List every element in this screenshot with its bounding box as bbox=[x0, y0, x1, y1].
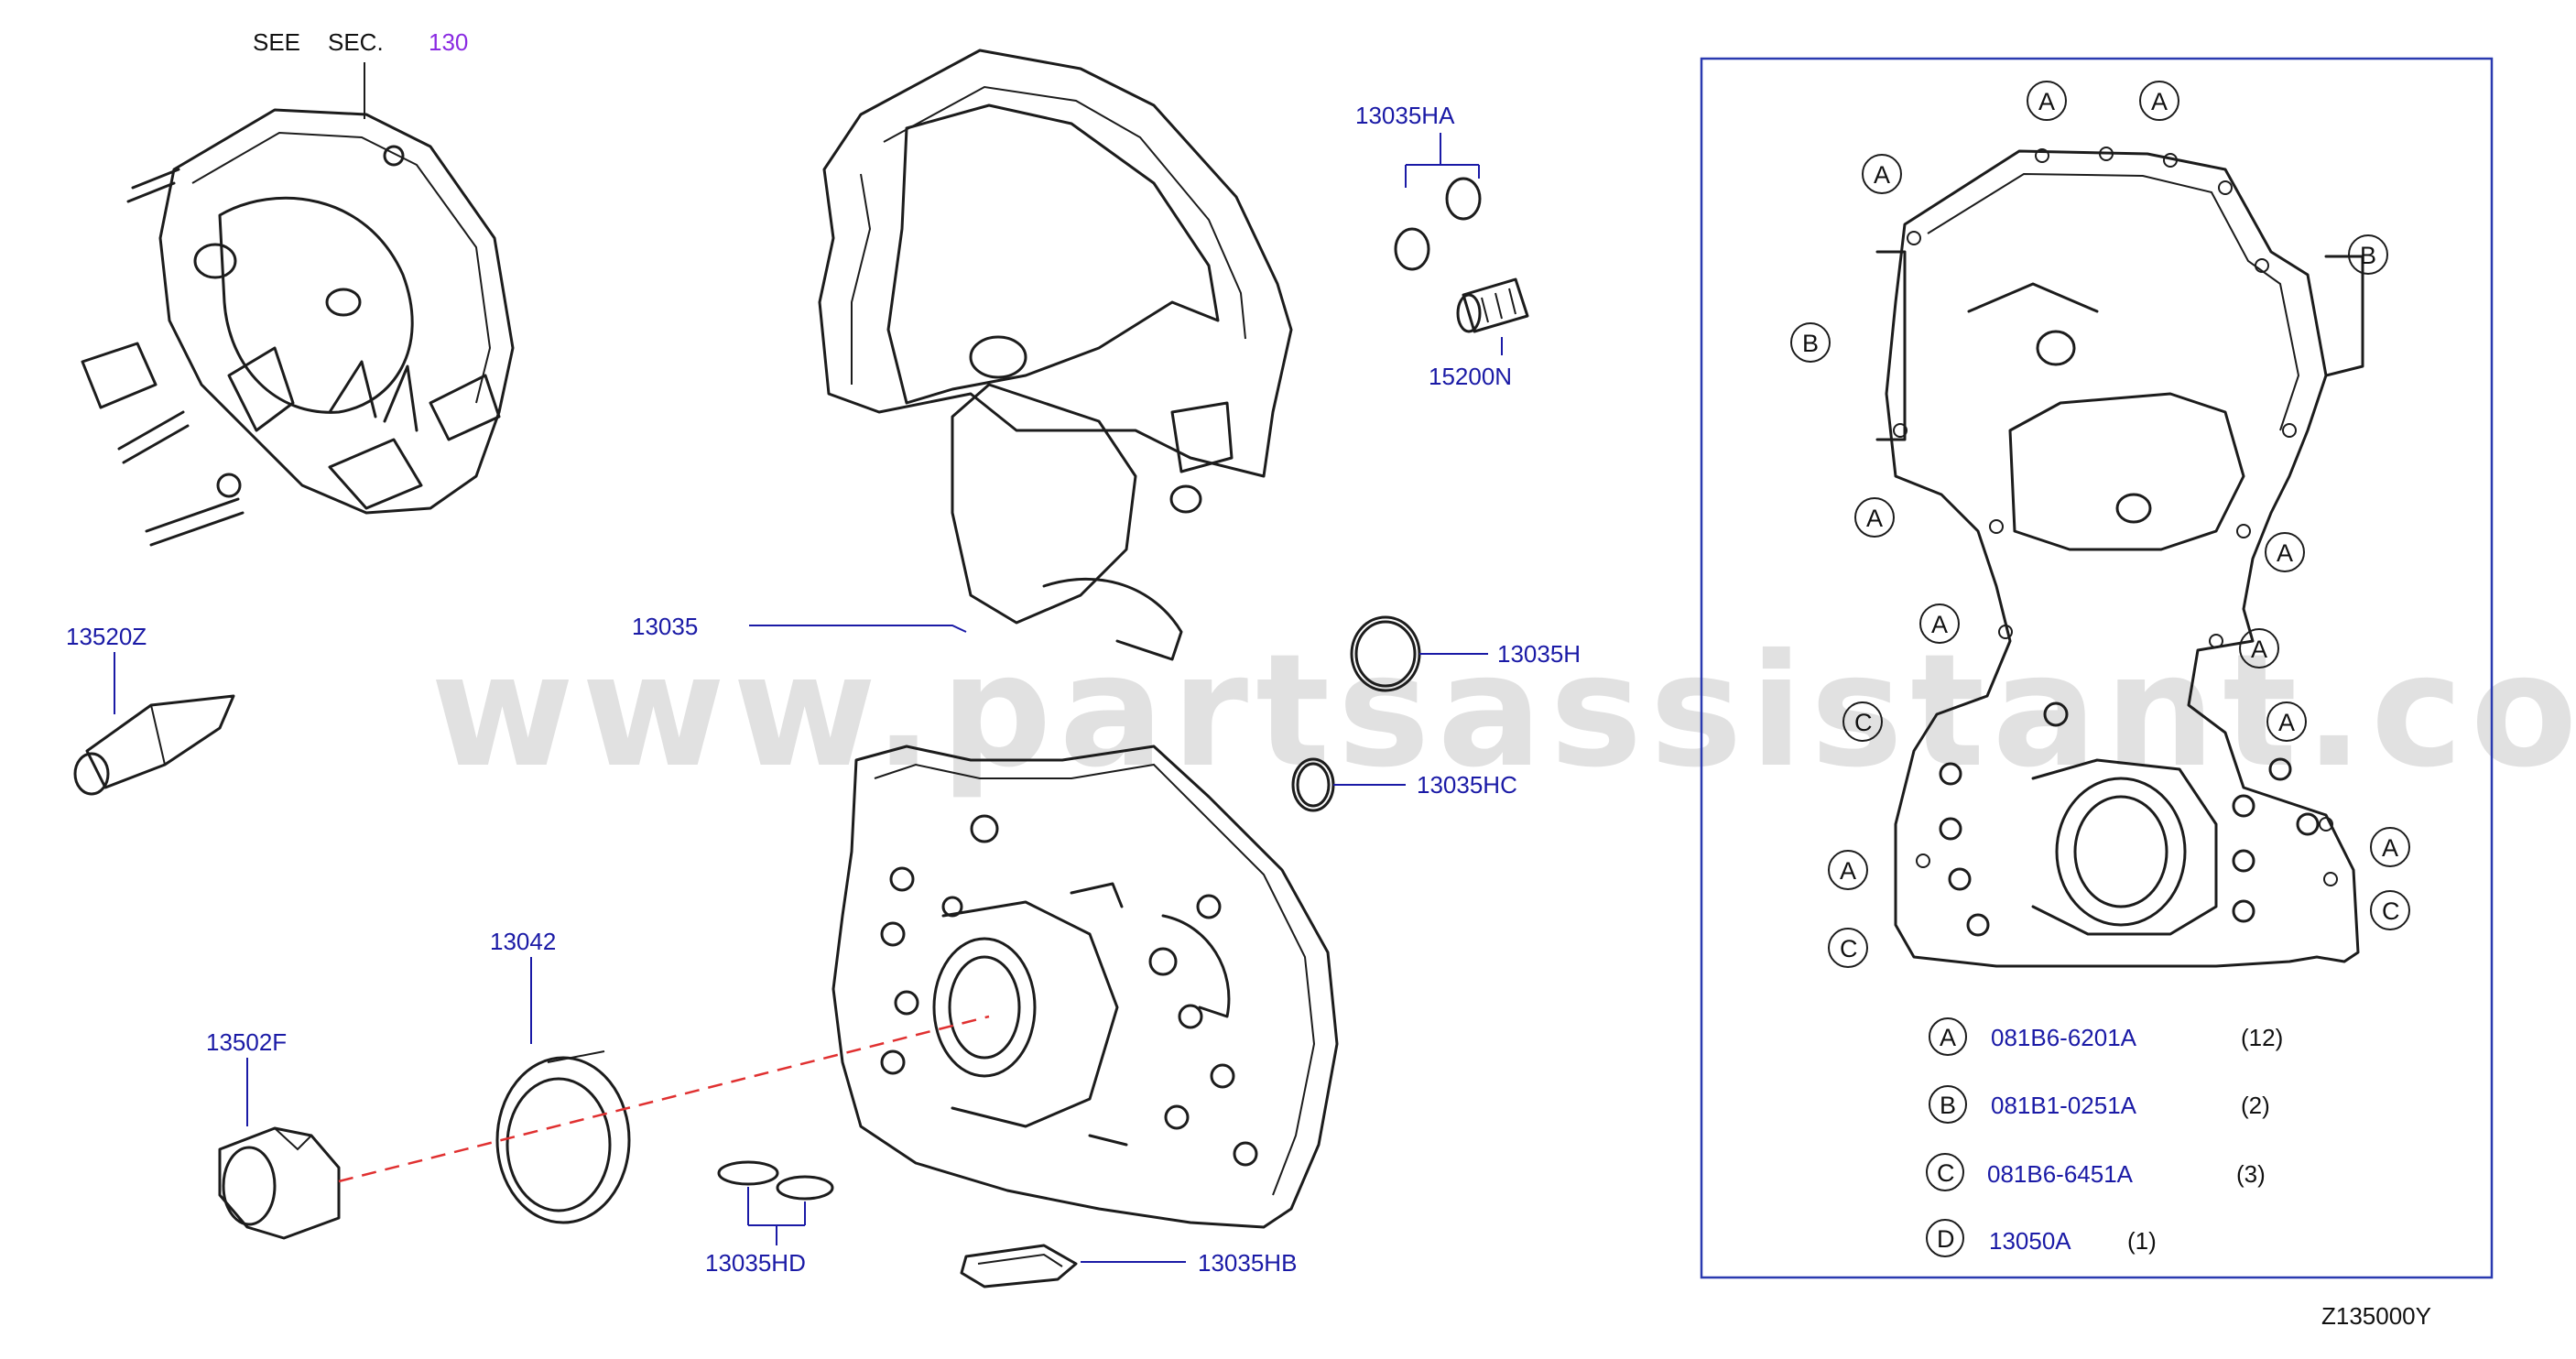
callout-a-2: A bbox=[2139, 81, 2179, 121]
callout-a-4: A bbox=[1854, 497, 1895, 538]
legend-letter-b-circle bbox=[1929, 1085, 1967, 1124]
callout-a-3: A bbox=[1862, 154, 1902, 194]
svg-text:B: B bbox=[2360, 242, 2376, 269]
label-15200N[interactable]: 15200N bbox=[1429, 363, 1512, 390]
label-13042[interactable]: 13042 bbox=[490, 928, 556, 955]
timing-chain-cover-drawing bbox=[818, 49, 1339, 1229]
callout-c-2: C bbox=[2370, 890, 2410, 930]
svg-text:A: A bbox=[2382, 834, 2398, 862]
sec-text: SEC. bbox=[328, 28, 384, 56]
label-13035H[interactable]: 13035H bbox=[1497, 640, 1581, 668]
legend-part-b[interactable]: 081B1-0251A bbox=[1991, 1092, 2137, 1119]
callout-a-8: A bbox=[2266, 701, 2307, 742]
see-section-reference[interactable]: SEE SEC. 130 bbox=[253, 28, 468, 56]
svg-text:A: A bbox=[2151, 88, 2168, 115]
label-13520Z[interactable]: 13520Z bbox=[66, 623, 147, 650]
sec-number-link[interactable]: 130 bbox=[429, 28, 468, 56]
legend-qty-a: (12) bbox=[2241, 1024, 2283, 1051]
callout-a-6: A bbox=[1919, 603, 1960, 644]
svg-text:A: A bbox=[1840, 857, 1856, 885]
callout-a-7: A bbox=[2239, 628, 2279, 669]
strainer-15200N-drawing bbox=[1456, 277, 1529, 333]
svg-text:C: C bbox=[1854, 709, 1873, 736]
engine-head-assembly-drawing bbox=[81, 62, 515, 547]
installation-dashed-line bbox=[338, 1015, 990, 1183]
callout-c-1: C bbox=[1842, 701, 1883, 742]
legend-row-a[interactable]: A 081B6-6201A (12) bbox=[1929, 1017, 2283, 1056]
collar-13502F-drawing bbox=[218, 1126, 341, 1240]
label-13502F[interactable]: 13502F bbox=[206, 1028, 287, 1056]
svg-text:A: A bbox=[1931, 611, 1948, 638]
sealant-tube-13520Z-drawing bbox=[73, 694, 235, 796]
legend-letter-b: B bbox=[1940, 1092, 1956, 1119]
legend-qty-c: (3) bbox=[2236, 1160, 2266, 1188]
legend-letter-c-circle bbox=[1926, 1153, 1964, 1191]
svg-text:A: A bbox=[1866, 505, 1883, 532]
bolt-location-panel-frame bbox=[1700, 57, 2494, 1279]
callout-b-1: B bbox=[2348, 234, 2388, 275]
legend-row-c[interactable]: C 081B6-6451A (3) bbox=[1926, 1153, 2266, 1191]
svg-text:A: A bbox=[2278, 709, 2295, 736]
callout-b-2: B bbox=[1790, 322, 1831, 363]
legend-row-b[interactable]: B 081B1-0251A (2) bbox=[1929, 1085, 2270, 1124]
bolt-location-cover-drawing bbox=[1875, 147, 2364, 968]
label-13035[interactable]: 13035 bbox=[632, 613, 698, 640]
label-13035HD[interactable]: 13035HD bbox=[705, 1249, 806, 1277]
legend-part-a[interactable]: 081B6-6201A bbox=[1991, 1024, 2137, 1051]
label-13035HA[interactable]: 13035HA bbox=[1355, 102, 1455, 129]
part-labels: 13035 13035HA 15200N 13035H 13035HC 1352… bbox=[66, 102, 1581, 1277]
legend-letter-d-circle bbox=[1926, 1219, 1964, 1257]
diagram-code: Z135000Y bbox=[2321, 1302, 2431, 1330]
legend-qty-b: (2) bbox=[2241, 1092, 2270, 1119]
svg-text:A: A bbox=[2038, 88, 2055, 115]
bolt-callouts: A A A B B A A A A C A A A C C bbox=[1790, 81, 2410, 968]
svg-text:C: C bbox=[1840, 935, 1858, 962]
legend-letter-d: D bbox=[1937, 1225, 1955, 1253]
legend-qty-d: (1) bbox=[2127, 1227, 2157, 1255]
callout-c-3: C bbox=[1828, 928, 1868, 968]
callout-a-1: A bbox=[2027, 81, 2067, 121]
legend-letter-a-circle bbox=[1929, 1017, 1967, 1056]
svg-text:A: A bbox=[1874, 161, 1890, 189]
watermark-text: www.partsassistant.com bbox=[430, 621, 2576, 802]
svg-text:A: A bbox=[2251, 636, 2267, 663]
legend-part-c[interactable]: 081B6-6451A bbox=[1987, 1160, 2134, 1188]
svg-text:C: C bbox=[2382, 897, 2400, 925]
label-13035HC[interactable]: 13035HC bbox=[1417, 771, 1517, 799]
label-13035HB[interactable]: 13035HB bbox=[1198, 1249, 1297, 1277]
front-oil-seal-13042-drawing bbox=[495, 1050, 631, 1224]
legend-row-d[interactable]: D 13050A (1) bbox=[1926, 1219, 2157, 1257]
oring-13035HA-pair bbox=[1394, 177, 1482, 271]
leader-lines bbox=[114, 133, 1503, 1263]
callout-a-10: A bbox=[2370, 827, 2410, 867]
oring-13035HD-pair bbox=[717, 1160, 834, 1201]
legend-part-d[interactable]: 13050A bbox=[1989, 1227, 2071, 1255]
gasket-13035HB-drawing bbox=[960, 1244, 1078, 1288]
bolt-legend: A 081B6-6201A (12) B 081B1-0251A (2) C 0… bbox=[1926, 1017, 2283, 1257]
callout-a-9: A bbox=[1828, 850, 1868, 890]
legend-letter-c: C bbox=[1937, 1159, 1955, 1187]
see-text: SEE bbox=[253, 28, 300, 56]
legend-letter-a: A bbox=[1940, 1024, 1956, 1051]
callout-a-5: A bbox=[2265, 532, 2305, 572]
svg-text:B: B bbox=[1802, 330, 1819, 357]
svg-text:A: A bbox=[2277, 539, 2293, 567]
